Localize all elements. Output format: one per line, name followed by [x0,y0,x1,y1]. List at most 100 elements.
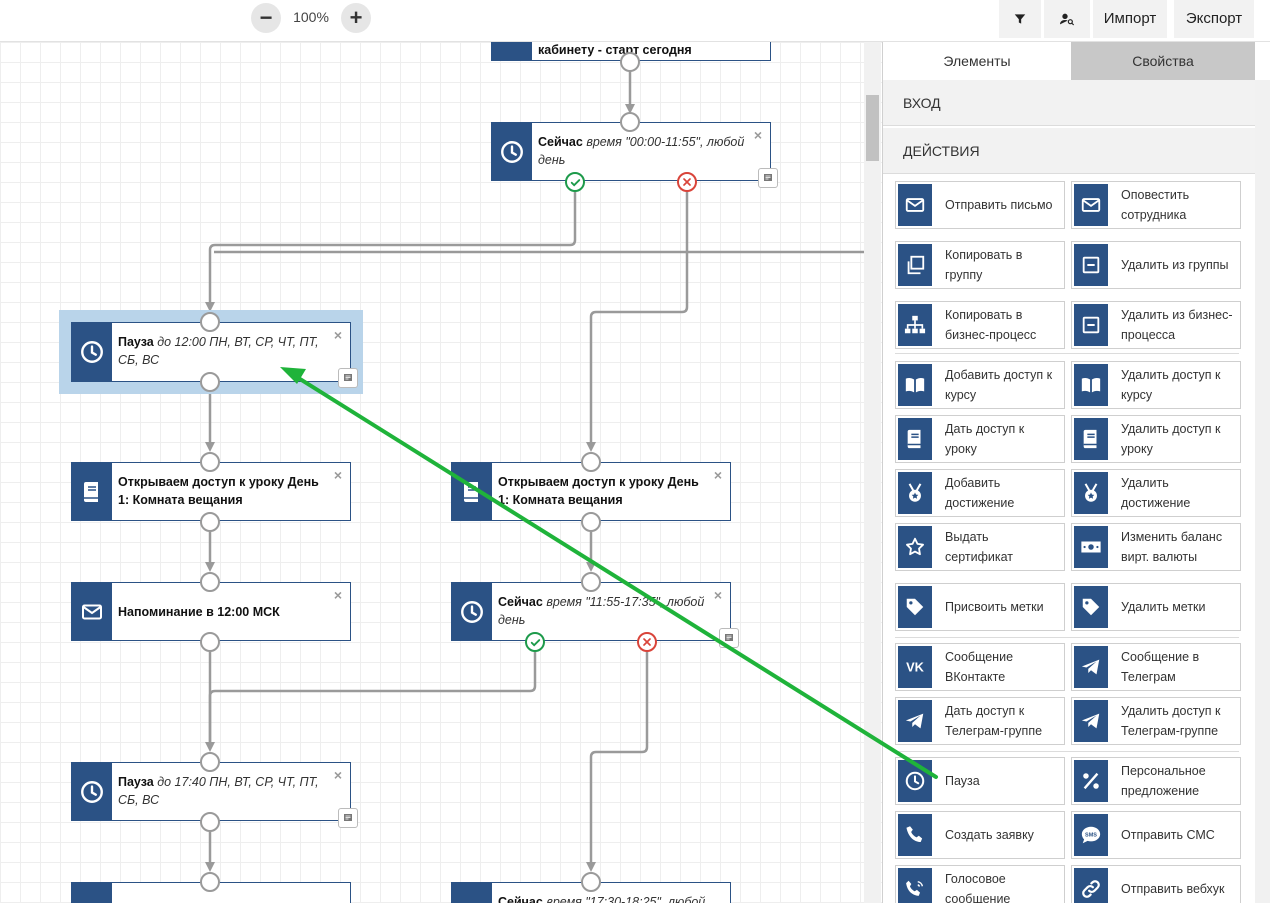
elements-panel: Элементы Свойства ВХОД ДЕЙСТВИЯ Отправит… [882,42,1270,903]
action-item[interactable]: Присвоить метки [895,583,1065,631]
output-port[interactable] [200,512,220,532]
clock-icon [459,599,485,625]
node-title: Открываем доступ к уроку День 1: Комната… [498,475,699,507]
action-item-label: Пауза [945,774,980,788]
action-item[interactable]: Пауза [895,757,1065,805]
phone-icon [904,824,926,846]
action-item[interactable]: Голосовое сообщение [895,865,1065,903]
section-actions[interactable]: ДЕЙСТВИЯ [883,128,1255,174]
tab-elements[interactable]: Элементы [883,42,1071,80]
copy-icon [904,254,926,276]
action-item[interactable]: Сообщение ВКонтакте [895,643,1065,691]
tab-properties[interactable]: Свойства [1071,42,1255,80]
output-port[interactable] [581,512,601,532]
action-item[interactable]: Удалить из бизнес-процесса [1071,301,1241,349]
input-port[interactable] [200,872,220,892]
book-icon [460,480,484,504]
action-item[interactable]: Отправить вебхук [1071,865,1241,903]
comment-button[interactable] [758,168,778,188]
action-item[interactable]: Создать заявку [895,811,1065,859]
action-item[interactable]: Удалить метки [1071,583,1241,631]
action-item[interactable]: Выдать сертификат [895,523,1065,571]
action-item[interactable]: Удалить доступ к Телеграм-группе [1071,697,1241,745]
telegram-icon [1080,656,1102,678]
output-port[interactable] [200,812,220,832]
action-item[interactable]: Изменить баланс вирт. валюты [1071,523,1241,571]
zoom-level: 100% [293,9,329,25]
input-port[interactable] [581,452,601,472]
close-icon[interactable]: × [713,587,722,603]
export-button[interactable]: Экспорт [1174,0,1254,38]
action-item[interactable]: Отправить СМС [1071,811,1241,859]
close-icon[interactable]: × [333,587,342,603]
input-port[interactable] [200,312,220,332]
success-port[interactable] [525,632,545,652]
action-item[interactable]: Отправить письмо [895,181,1065,229]
node-detail: до 12:00 ПН, ВТ, СР, ЧТ, ПТ, СБ, ВС [118,335,319,367]
fail-port[interactable] [637,632,657,652]
filter-button[interactable] [999,0,1041,38]
import-button[interactable]: Импорт [1093,0,1167,38]
link-icon [1080,878,1102,900]
input-port[interactable] [200,572,220,592]
action-item-label: Сообщение в Телеграм [1121,650,1200,684]
action-item-label: Удалить достижение [1121,476,1191,510]
input-port[interactable] [200,752,220,772]
input-port[interactable] [581,872,601,892]
output-port[interactable] [200,632,220,652]
zoom-out-button[interactable]: − [251,3,281,33]
action-item[interactable]: Добавить достижение [895,469,1065,517]
book-open-icon [904,374,926,396]
action-item[interactable]: Копировать в бизнес-процесс [895,301,1065,349]
action-item[interactable]: Удалить достижение [1071,469,1241,517]
success-port[interactable] [565,172,585,192]
filter-icon [1013,12,1027,26]
comment-button[interactable] [338,808,358,828]
canvas-scrollbar-thumb[interactable] [866,95,879,161]
comment-button[interactable] [338,368,358,388]
action-item-label: Голосовое сообщение [945,872,1011,903]
action-item[interactable]: Оповестить сотрудника [1071,181,1241,229]
close-icon[interactable]: × [713,467,722,483]
action-item[interactable]: Копировать в группу [895,241,1065,289]
action-item-label: Удалить доступ к Телеграм-группе [1121,704,1221,738]
output-port[interactable] [620,52,640,72]
action-item-label: Изменить баланс вирт. валюты [1121,530,1223,564]
comment-button[interactable] [719,628,739,648]
telegram-icon [904,710,926,732]
action-item-label: Дать доступ к уроку [945,422,1025,456]
input-port[interactable] [581,572,601,592]
output-port[interactable] [200,372,220,392]
action-item[interactable]: Сообщение в Телеграм [1071,643,1241,691]
action-item-label: Копировать в группу [945,248,1023,282]
user-search-button[interactable] [1044,0,1090,38]
zoom-in-button[interactable]: + [341,3,371,33]
clock-icon [79,779,105,805]
section-input[interactable]: ВХОД [883,80,1255,126]
input-port[interactable] [620,112,640,132]
action-item[interactable]: Дать доступ к Телеграм-группе [895,697,1065,745]
action-item-label: Добавить доступ к курсу [945,368,1053,402]
item-separator [895,751,1239,752]
panel-scrollbar[interactable] [1255,80,1270,903]
book-icon [904,428,926,450]
item-separator [895,637,1239,638]
close-icon[interactable]: × [333,767,342,783]
action-item-label: Отправить письмо [945,198,1053,212]
action-item[interactable]: Удалить доступ к курсу [1071,361,1241,409]
canvas-scrollbar[interactable] [864,42,881,903]
action-item[interactable]: Удалить доступ к уроку [1071,415,1241,463]
action-item[interactable]: Удалить из группы [1071,241,1241,289]
action-item[interactable]: Добавить доступ к курсу [895,361,1065,409]
fail-port[interactable] [677,172,697,192]
close-icon[interactable]: × [333,467,342,483]
close-icon[interactable]: × [333,327,342,343]
close-icon[interactable]: × [753,127,762,143]
input-port[interactable] [200,452,220,472]
minus-box-icon [1080,314,1102,336]
flow-node-top-partial[interactable]: кабинету - старт сегодня [491,42,771,61]
node-title: Сейчас [498,595,543,609]
flow-canvas[interactable]: кабинету - старт сегодня Сейчас время "0… [0,42,882,903]
action-item[interactable]: Дать доступ к уроку [895,415,1065,463]
action-item[interactable]: Персональное предложение [1071,757,1241,805]
